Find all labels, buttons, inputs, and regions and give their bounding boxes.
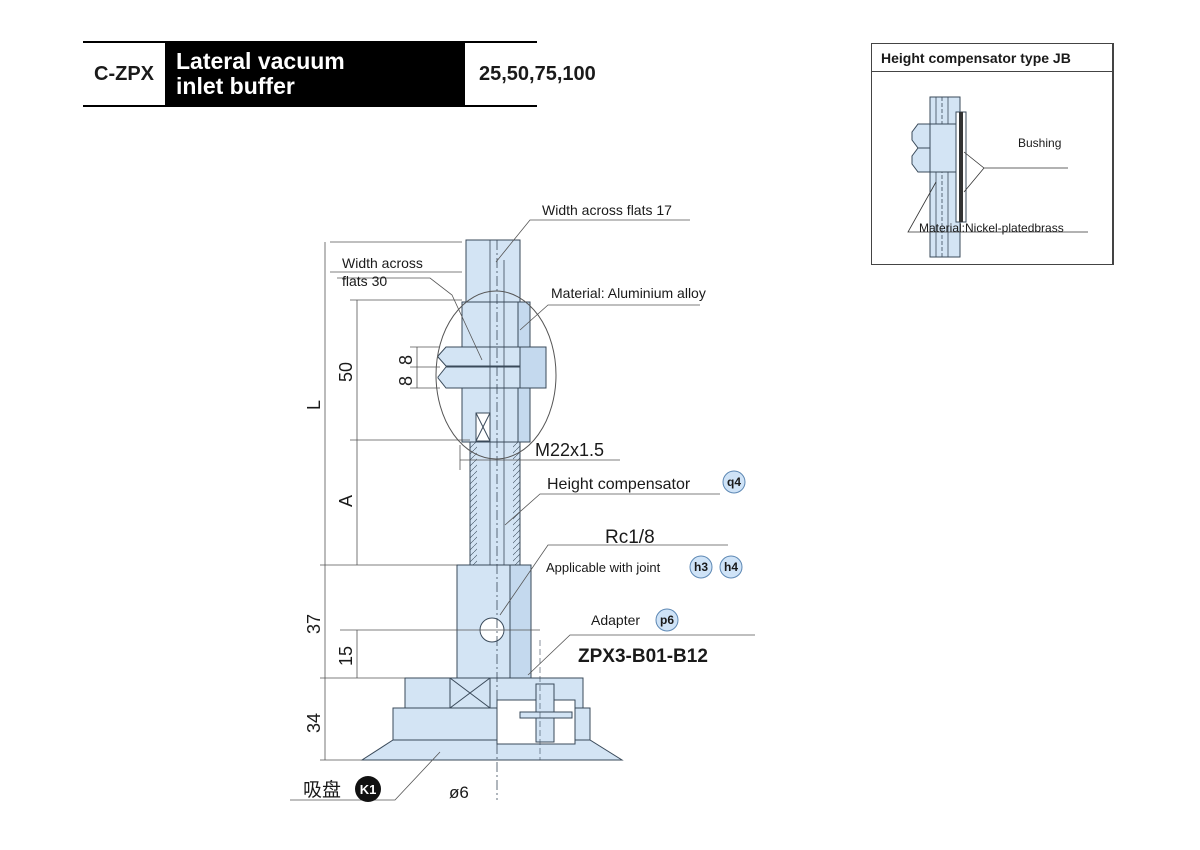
product-code: C-ZPX	[94, 62, 154, 85]
label-material-al: Material: Aluminium alloy	[551, 285, 706, 301]
label-adapter: Adapter	[591, 612, 640, 628]
label-width-flats-30-l1: Width across	[342, 255, 423, 271]
svg-text:q4: q4	[727, 475, 741, 489]
badge-k1: K1	[355, 776, 381, 802]
dim-34: 34	[304, 713, 324, 733]
inset-bushing-core	[959, 112, 963, 222]
label-rc: Rc1/8	[605, 527, 655, 548]
svg-text:K1: K1	[360, 782, 377, 797]
dim-A: A	[336, 495, 356, 507]
suction-cup	[360, 739, 624, 761]
inset-panel: Height compensator type JB Bushing Mater…	[871, 43, 1114, 265]
label-height-comp: Height compensator	[547, 476, 691, 493]
dim-8a: 8	[396, 355, 416, 365]
label-width-flats-17: Width across flats 17	[542, 202, 672, 218]
svg-text:h3: h3	[694, 560, 708, 574]
dim-8b: 8	[396, 376, 416, 386]
threaded-shaft	[469, 441, 521, 567]
inset-drawing: Bushing Material:Nickel-platedbrass	[907, 96, 1088, 258]
material-brass-label: Material:Nickel-platedbrass	[919, 221, 1064, 235]
dim-37: 37	[304, 614, 324, 634]
bushing-label: Bushing	[1018, 136, 1061, 150]
dim-15: 15	[336, 646, 356, 666]
product-title: Lateral vacuum inlet buffer	[165, 43, 465, 105]
size-values: 25,50,75,100	[479, 63, 596, 85]
size-options: 25,50,75,100	[465, 43, 596, 105]
dim-50: 50	[336, 362, 356, 382]
svg-text:h4: h4	[724, 560, 738, 574]
label-diameter: ø6	[449, 783, 469, 802]
badge-q4: q4	[722, 470, 746, 494]
badge-h4: h4	[719, 555, 743, 579]
inset-nut-body	[929, 123, 957, 173]
label-thread: M22x1.5	[535, 440, 604, 460]
title-line-1: Lateral vacuum	[176, 48, 345, 74]
badge-p6: p6	[655, 608, 679, 632]
label-suction-cup: 吸盘	[303, 779, 341, 801]
title-line-2: inlet buffer	[176, 73, 295, 99]
dimension-lines	[320, 241, 620, 761]
dim-L: L	[304, 400, 324, 410]
inset-title: Height compensator type JB	[872, 44, 1112, 72]
svg-text:p6: p6	[660, 613, 674, 627]
detail-ellipse	[435, 290, 557, 460]
header-bar: C-ZPX Lateral vacuum inlet buffer 25,50,…	[83, 41, 596, 107]
label-joint: Applicable with joint	[546, 560, 661, 575]
label-width-flats-30-l2: flats 30	[342, 273, 387, 289]
badge-h3: h3	[689, 555, 713, 579]
label-model: ZPX3-B01-B12	[578, 646, 708, 667]
leader-lines	[290, 219, 755, 801]
